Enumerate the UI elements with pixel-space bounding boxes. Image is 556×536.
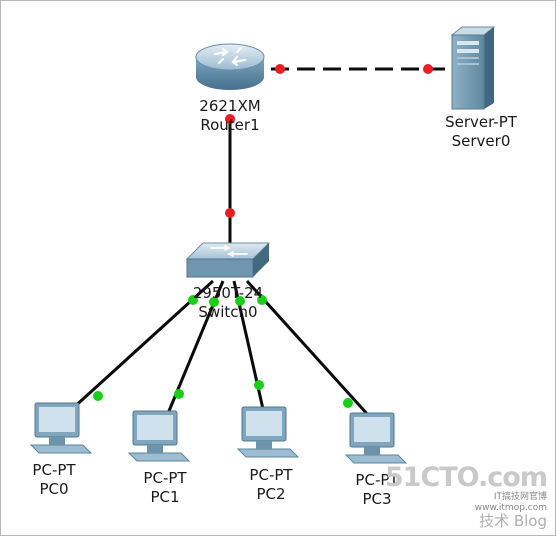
status-dot-pc1-host bbox=[174, 389, 184, 399]
status-dot-pc2-host bbox=[254, 380, 264, 390]
status-dot-pc2-switch bbox=[235, 296, 245, 306]
switch-model: 2950T-24 bbox=[192, 284, 264, 302]
link-switch-pc3[interactable] bbox=[245, 279, 371, 418]
pc2-icon[interactable] bbox=[236, 405, 300, 461]
watermark: 51CTO.com IT搞技网官博 www.itmop.com 技术 Blog bbox=[384, 462, 548, 530]
status-dot-pc1-switch bbox=[209, 297, 219, 307]
router-icon[interactable] bbox=[193, 41, 267, 95]
pc3-label: PC-PT PC3 bbox=[340, 471, 414, 509]
status-dot-router-server-a bbox=[275, 64, 285, 74]
pc1-label: PC-PT PC1 bbox=[128, 469, 202, 507]
switch-name: Switch0 bbox=[198, 303, 258, 321]
router-label: 2621XM Router1 bbox=[181, 97, 279, 135]
switch-icon[interactable] bbox=[185, 241, 271, 283]
server-icon[interactable] bbox=[448, 25, 498, 111]
pc0-model: PC-PT bbox=[32, 461, 76, 479]
status-dot-router-switch-a bbox=[225, 114, 235, 124]
pc1-name: PC1 bbox=[150, 488, 180, 506]
watermark-brand: 51CTO.com bbox=[384, 462, 548, 493]
pc1-model: PC-PT bbox=[143, 469, 187, 487]
pc3-name: PC3 bbox=[362, 490, 392, 508]
pc1-icon[interactable] bbox=[127, 409, 191, 465]
status-dot-pc3-switch bbox=[257, 295, 267, 305]
pc3-model: PC-PT bbox=[355, 471, 399, 489]
watermark-subtitle: IT搞技网官博 bbox=[493, 492, 547, 502]
server-model: Server-PT bbox=[445, 113, 517, 131]
link-switch-pc0[interactable] bbox=[59, 279, 215, 421]
pc0-name: PC0 bbox=[39, 480, 69, 498]
status-dot-pc3-host bbox=[343, 398, 353, 408]
pc0-label: PC-PT PC0 bbox=[17, 461, 91, 499]
pc0-icon[interactable] bbox=[29, 401, 93, 457]
pc3-icon[interactable] bbox=[344, 411, 408, 467]
status-dot-router-server-b bbox=[423, 64, 433, 74]
status-dot-pc0-switch bbox=[188, 295, 198, 305]
server-name: Server0 bbox=[451, 132, 511, 150]
server-label: Server-PT Server0 bbox=[426, 113, 536, 151]
pc2-name: PC2 bbox=[256, 485, 286, 503]
watermark-tail: 技术 Blog bbox=[479, 512, 547, 530]
router-name: Router1 bbox=[200, 116, 260, 134]
router-model: 2621XM bbox=[199, 97, 261, 115]
pc2-label: PC-PT PC2 bbox=[234, 466, 308, 504]
status-dot-router-switch-b bbox=[225, 208, 235, 218]
watermark-url: www.itmop.com bbox=[474, 503, 547, 513]
status-dot-pc0-host bbox=[93, 391, 103, 401]
switch-label: 2950T-24 Switch0 bbox=[173, 284, 283, 322]
pc2-model: PC-PT bbox=[249, 466, 293, 484]
